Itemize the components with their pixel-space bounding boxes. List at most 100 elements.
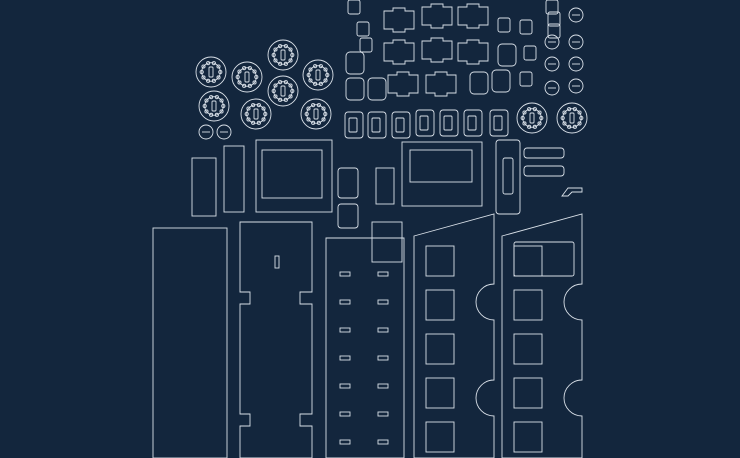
gear-hole	[323, 78, 328, 83]
panel-slot	[339, 411, 351, 417]
panel-slot	[339, 355, 351, 361]
connector-part	[375, 167, 395, 205]
gear-hole	[201, 64, 206, 69]
gear-hole	[283, 97, 288, 102]
panel-slot	[377, 271, 389, 277]
gear-hole	[325, 72, 330, 78]
gear-hole	[311, 103, 316, 108]
gear-hole	[306, 72, 311, 78]
gear-slot	[244, 71, 250, 83]
tab-part	[439, 109, 459, 137]
rail-slot	[502, 157, 514, 195]
gear-hole	[202, 103, 207, 109]
round-button	[568, 7, 584, 23]
gear-hole	[256, 103, 261, 108]
small-block	[345, 51, 365, 75]
gear-hole	[244, 111, 249, 117]
gear-hole	[537, 121, 542, 126]
tab-part	[337, 203, 359, 229]
small-bracket	[497, 17, 511, 33]
gear-hole	[306, 106, 311, 111]
gear-hole	[323, 67, 328, 72]
gear-hole	[246, 106, 251, 111]
gear-hole	[311, 120, 316, 125]
gear-hole	[283, 61, 288, 66]
gear-hole	[273, 94, 278, 99]
panel-slot	[377, 411, 389, 417]
round-button	[568, 78, 584, 94]
gear-hole	[273, 58, 278, 63]
gear-inner-ring	[237, 67, 257, 87]
gear-hole	[313, 81, 318, 86]
tab-part	[367, 111, 387, 139]
housing-panel	[401, 141, 483, 207]
small-block	[469, 71, 489, 95]
gear-hole	[219, 109, 224, 114]
gear-hole	[577, 110, 582, 115]
wall-window	[513, 289, 543, 321]
gear-inner-ring	[273, 81, 293, 101]
gear-hole	[290, 52, 295, 58]
gear-slot	[253, 108, 259, 120]
gear-hole	[321, 106, 326, 111]
gear-disc	[300, 98, 332, 130]
panel-slot	[377, 383, 389, 389]
gear-disc	[556, 102, 588, 134]
small-bracket	[356, 21, 370, 37]
gear-slot	[280, 49, 286, 61]
panel-slot	[377, 355, 389, 361]
rail-part	[495, 139, 521, 215]
gear-hole	[572, 124, 577, 129]
small-bracket	[545, 0, 559, 15]
gear-hole	[237, 69, 242, 74]
gear-hole	[278, 97, 283, 102]
gear-hole	[211, 61, 216, 66]
gear-hole	[308, 67, 313, 72]
gear-hole	[304, 111, 309, 117]
frame-panel	[255, 139, 333, 213]
gear-hole	[261, 117, 266, 122]
tab-slot	[443, 115, 453, 131]
gear-hole	[577, 121, 582, 126]
wall-window	[425, 333, 455, 365]
gear-hole	[252, 80, 257, 85]
wall-window	[513, 377, 543, 409]
gear-hole	[527, 124, 532, 129]
gear-hole	[308, 78, 313, 83]
clip-part	[383, 39, 415, 65]
gear-inner-ring	[201, 62, 221, 82]
gear-hole	[567, 107, 572, 112]
gear-hole	[271, 52, 276, 58]
gear-disc	[195, 56, 227, 88]
gear-disc	[198, 90, 230, 122]
gear-hole	[520, 115, 525, 121]
gear-hole	[254, 74, 259, 80]
gear-hole	[218, 69, 223, 75]
gear-hole	[219, 98, 224, 103]
panel-slot	[339, 271, 351, 277]
gear-hole	[247, 66, 252, 71]
panel-slot	[339, 299, 351, 305]
tab-part	[415, 109, 435, 137]
small-block	[497, 43, 517, 67]
wall-cutout	[513, 241, 575, 277]
strip-part	[523, 165, 565, 177]
round-button	[544, 34, 560, 50]
small-block	[345, 77, 365, 101]
gear-hole	[288, 58, 293, 63]
gear-hole	[306, 117, 311, 122]
gear-hole	[237, 80, 242, 85]
gear-hole	[221, 103, 226, 109]
gear-hole	[256, 120, 261, 125]
side-wall-panel	[413, 213, 495, 458]
gear-hole	[201, 75, 206, 80]
gear-hole	[290, 88, 295, 94]
gear-hole	[532, 124, 537, 129]
gear-hole	[242, 66, 247, 71]
gear-hole	[242, 83, 247, 88]
gear-hole	[283, 44, 288, 49]
long-panel-tabbed	[239, 221, 313, 458]
side-bracket	[223, 145, 245, 213]
clip-part	[421, 3, 453, 29]
